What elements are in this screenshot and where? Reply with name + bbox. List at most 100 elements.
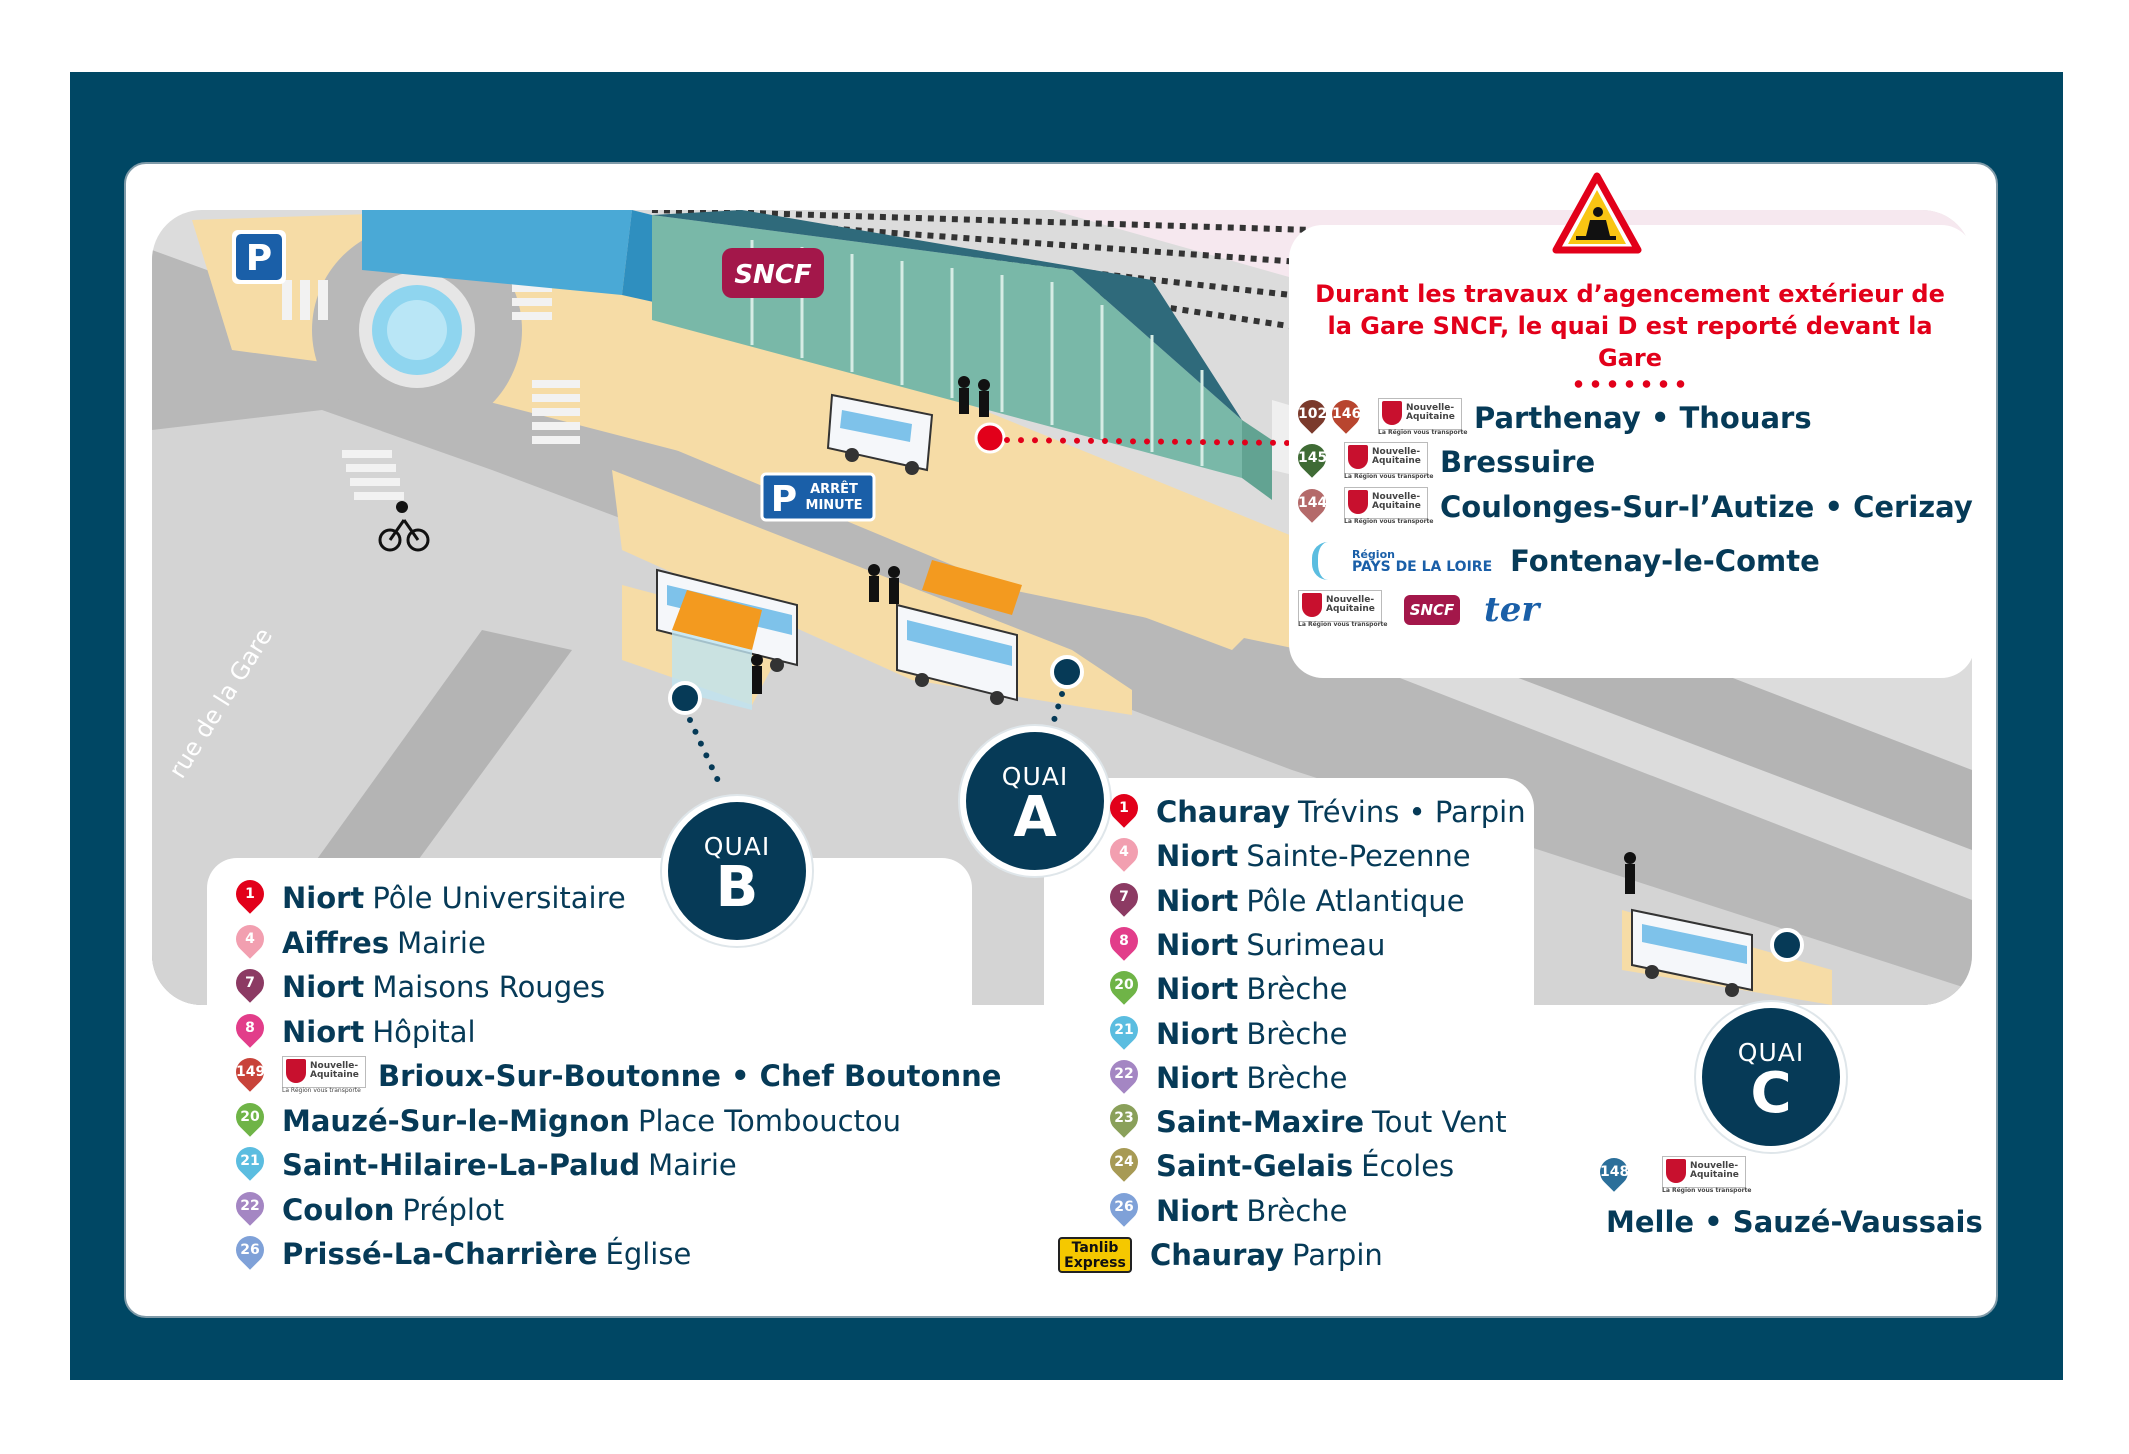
- line-badge-icon: 26: [1104, 1186, 1144, 1229]
- line-stop: Préplot: [402, 1192, 505, 1227]
- line-badge-icon: 24: [1104, 1142, 1144, 1184]
- line-town: Niort: [1156, 839, 1239, 874]
- line-badge-icon: 8: [230, 1007, 270, 1050]
- stop-marker-quai-d: [974, 422, 1006, 454]
- parking-sign-icon: P: [232, 230, 286, 284]
- line-stop: Tout Vent: [1371, 1105, 1507, 1140]
- bus-shelter-a: [922, 560, 1022, 615]
- svg-text:P: P: [246, 238, 272, 279]
- line-badge-icon: 21: [1104, 1009, 1144, 1052]
- line-badge-icon: 1: [230, 874, 270, 916]
- line-stop: Pôle Universitaire: [372, 881, 626, 915]
- line-stop: Écoles: [1361, 1149, 1455, 1184]
- line-town: Niort: [1156, 883, 1239, 918]
- svg-text:P: P: [771, 479, 797, 520]
- line-stop: Surimeau: [1246, 927, 1386, 962]
- notice-route-dest: Bressuire: [1440, 445, 1596, 479]
- line-badge-icon: 4: [1104, 832, 1144, 874]
- line-town: Brioux-Sur-Boutonne • Chef Boutonne: [378, 1059, 1002, 1093]
- line-town: Mauzé-Sur-le-Mignon: [282, 1103, 630, 1138]
- line-town: Saint-Gelais: [1156, 1149, 1354, 1184]
- line-town: Saint-Hilaire-La-Palud: [282, 1148, 641, 1182]
- fountain-center: [387, 300, 447, 360]
- svg-text:MINUTE: MINUTE: [806, 498, 863, 513]
- line-badge-icon: 145: [1292, 438, 1332, 480]
- line-badge-icon: 22: [1104, 1053, 1144, 1096]
- line-badge-icon: 148: [1594, 1152, 1634, 1194]
- line-badge-icon: 7: [1104, 876, 1144, 919]
- line-stop: Brèche: [1246, 1060, 1348, 1095]
- line-badge-icon: 8: [1104, 921, 1144, 963]
- stop-marker-quai-c: [1770, 928, 1804, 962]
- line-stop: Maisons Rouges: [372, 970, 606, 1004]
- line-badge-icon: 146: [1326, 394, 1366, 436]
- line-stop: Mairie: [648, 1148, 737, 1182]
- line-town: Niort: [1156, 1016, 1239, 1051]
- quai-c-dest: Melle • Sauzé-Vaussais: [1606, 1205, 1983, 1239]
- line-town: Niort: [282, 881, 365, 915]
- line-stop: Hôpital: [372, 1014, 476, 1049]
- line-stop: Église: [605, 1237, 692, 1271]
- bus-quai-d: [826, 393, 934, 475]
- pays-de-la-loire-logo-icon: [1312, 542, 1344, 580]
- line-town: Coulon: [282, 1192, 395, 1227]
- line-town: Chauray: [1156, 795, 1291, 829]
- bus-quai-c: [1631, 908, 1753, 997]
- svg-text:ARRÊT: ARRÊT: [810, 481, 858, 497]
- line-stop: Trévins • Parpin: [1298, 795, 1526, 829]
- sidewalk-middle: [482, 330, 1272, 650]
- line-town: Niort: [1156, 1060, 1239, 1095]
- line-stop: Place Tombouctou: [637, 1103, 902, 1138]
- line-badge-icon: 20: [1104, 965, 1144, 1007]
- notice-dotted-separator: [1570, 380, 1690, 388]
- line-badge-icon: 21: [230, 1141, 270, 1183]
- sncf-building-logo: SNCF: [722, 248, 824, 298]
- line-town: Niort: [282, 970, 365, 1004]
- line-badge-icon: 144: [1292, 483, 1332, 525]
- line-badge-icon: 102: [1292, 394, 1332, 436]
- line-badge-icon: 7: [230, 963, 270, 1005]
- line-town: Niort: [282, 1014, 365, 1049]
- line-town: Aiffres: [282, 925, 390, 960]
- line-stop: Parpin: [1292, 1238, 1383, 1272]
- line-badge-icon: 22: [230, 1185, 270, 1228]
- line-stop: Brèche: [1246, 972, 1348, 1007]
- notice-route-dest: Fontenay-le-Comte: [1510, 544, 1820, 578]
- roadwork-warning-icon: [1552, 172, 1642, 254]
- stop-marker-quai-a: [1050, 655, 1084, 689]
- bus-quai-a: [896, 603, 1018, 705]
- sncf-logo-text: SNCF: [734, 260, 812, 290]
- line-town: Prissé-La-Charrière: [282, 1237, 598, 1271]
- line-badge-icon: 26: [230, 1230, 270, 1272]
- line-town: Saint-Maxire: [1156, 1105, 1364, 1140]
- stop-link-quai-d: [1004, 437, 1295, 446]
- works-notice-text: Durant les travaux d’agencement extérieu…: [1315, 280, 1945, 372]
- sncf-logo: SNCF: [1404, 595, 1460, 625]
- notice-route-dest: Coulonges-Sur-l’Autize • Cerizay: [1440, 490, 1973, 524]
- line-town: Niort: [1156, 1193, 1239, 1228]
